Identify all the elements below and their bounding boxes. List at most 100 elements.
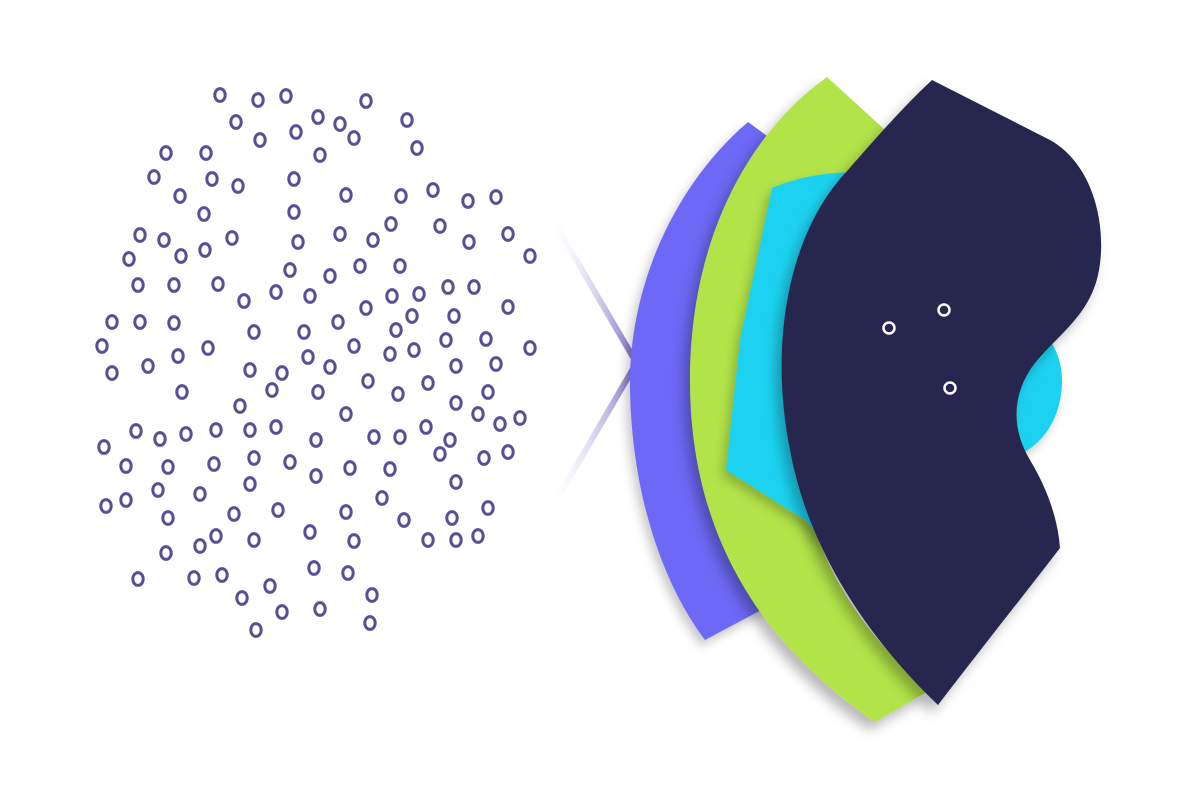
- ring-dot-icon: [361, 373, 375, 389]
- ring-dot-icon: [443, 432, 457, 448]
- ring-dot-icon: [237, 293, 251, 309]
- ring-dot-icon: [501, 444, 515, 460]
- ring-dot-icon: [309, 432, 323, 448]
- ring-dot-icon: [213, 87, 227, 103]
- ring-dot-icon: [433, 218, 447, 234]
- ring-dot-icon: [333, 116, 347, 132]
- ring-dot-icon: [405, 308, 419, 324]
- ring-dot-icon: [119, 492, 133, 508]
- ring-dot-icon: [441, 279, 455, 295]
- ring-dot-icon: [133, 314, 147, 330]
- ring-dot-icon: [523, 340, 537, 356]
- ring-dot-icon: [394, 188, 408, 204]
- ring-dot-icon: [384, 216, 398, 232]
- ring-dot-icon: [323, 359, 337, 375]
- chevron-right-icon: [548, 218, 640, 508]
- ring-dot-icon: [247, 450, 261, 466]
- ring-dot-icon: [201, 340, 215, 356]
- ring-dot-icon: [265, 382, 279, 398]
- ring-dot-icon: [385, 288, 399, 304]
- ring-dot-icon: [481, 500, 495, 516]
- ring-dot-icon: [493, 416, 507, 432]
- ring-dot-icon: [243, 362, 257, 378]
- ring-icon: [943, 381, 957, 395]
- ring-dot-icon: [400, 112, 414, 128]
- ring-dot-icon: [251, 92, 265, 108]
- ring-dot-icon: [367, 429, 381, 445]
- ring-dot-icon: [479, 331, 493, 347]
- ring-dot-icon: [311, 109, 325, 125]
- ring-dot-icon: [297, 324, 311, 340]
- ring-dot-icon: [211, 276, 225, 292]
- ring-dot-icon: [247, 532, 261, 548]
- small-rings: [882, 303, 957, 395]
- ring-dot-icon: [339, 187, 353, 203]
- dot-cluster: [95, 87, 537, 638]
- ring-dot-icon: [407, 342, 421, 358]
- ring-dot-icon: [313, 147, 327, 163]
- ring-dot-icon: [301, 349, 315, 365]
- purple-wedge: [629, 122, 800, 640]
- ring-dot-icon: [161, 459, 175, 475]
- ring-dot-icon: [97, 439, 111, 455]
- ring-dot-icon: [131, 277, 145, 293]
- ring-dot-icon: [461, 193, 475, 209]
- ring-dot-icon: [129, 423, 143, 439]
- ring-dot-icon: [375, 490, 389, 506]
- ring-dot-icon: [333, 226, 347, 242]
- ring-dot-icon: [331, 314, 345, 330]
- ring-dot-icon: [131, 571, 145, 587]
- ring-dot-icon: [410, 140, 424, 156]
- ring-dot-icon: [412, 286, 426, 302]
- ring-dot-icon: [205, 171, 219, 187]
- ring-dot-icon: [167, 277, 181, 293]
- ring-dot-icon: [313, 601, 327, 617]
- ring-dot-icon: [501, 299, 515, 315]
- ring-dot-icon: [307, 560, 321, 576]
- ring-dot-icon: [229, 114, 243, 130]
- ring-dot-icon: [209, 422, 223, 438]
- ring-dot-icon: [347, 533, 361, 549]
- ring-dot-icon: [433, 446, 447, 462]
- ring-dot-icon: [253, 132, 267, 148]
- ring-dot-icon: [366, 232, 380, 248]
- navy-shape: [781, 80, 1102, 705]
- ring-dot-icon: [249, 622, 263, 638]
- ring-dot-icon: [159, 545, 173, 561]
- ring-dot-icon: [359, 300, 373, 316]
- ring-dot-icon: [193, 538, 207, 554]
- ring-dot-icon: [122, 251, 136, 267]
- ring-dot-icon: [309, 468, 323, 484]
- ring-dot-icon: [471, 406, 485, 422]
- ring-dot-icon: [393, 258, 407, 274]
- ring-dot-icon: [365, 587, 379, 603]
- ring-dot-icon: [347, 130, 361, 146]
- ring-dot-icon: [225, 230, 239, 246]
- ring-icon: [937, 303, 951, 317]
- ring-dot-icon: [279, 88, 293, 104]
- ring-dot-icon: [283, 454, 297, 470]
- ring-dot-icon: [419, 419, 433, 435]
- ring-dot-icon: [449, 474, 463, 490]
- ring-dot-icon: [173, 188, 187, 204]
- ring-dot-icon: [289, 124, 303, 140]
- ring-dot-icon: [501, 226, 515, 242]
- ring-dot-icon: [397, 512, 411, 528]
- ring-dot-icon: [179, 426, 193, 442]
- green-wedge: [690, 77, 930, 722]
- ring-dot-icon: [275, 365, 289, 381]
- ring-dot-icon: [291, 234, 305, 250]
- ring-dot-icon: [197, 206, 211, 222]
- ring-dot-icon: [359, 93, 373, 109]
- ring-dot-icon: [141, 358, 155, 374]
- ring-dot-icon: [343, 460, 357, 476]
- ring-dot-icon: [481, 384, 495, 400]
- ring-dot-icon: [231, 178, 245, 194]
- ring-dot-icon: [193, 486, 207, 502]
- ring-dot-icon: [167, 315, 181, 331]
- ring-dot-icon: [243, 422, 257, 438]
- ring-dot-icon: [263, 578, 277, 594]
- ring-dot-icon: [99, 498, 113, 514]
- ring-dot-icon: [383, 461, 397, 477]
- ring-dot-icon: [383, 346, 397, 362]
